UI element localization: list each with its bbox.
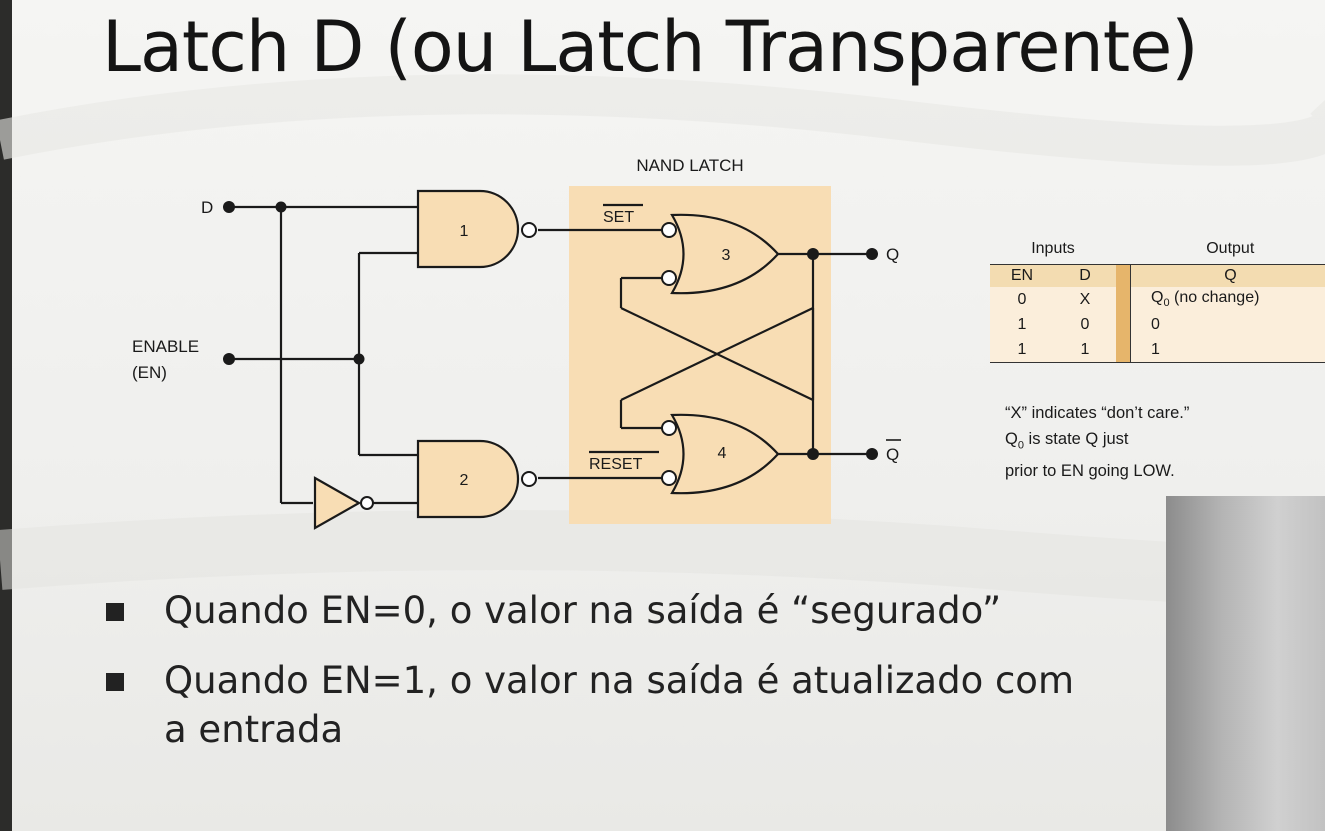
- or-gate-4: [670, 413, 780, 495]
- note-prior-en: prior to EN going LOW.: [1005, 462, 1175, 481]
- table-separator: [1116, 264, 1131, 287]
- gate-1-bubble: [521, 222, 537, 238]
- slide-title: Latch D (ou Latch Transparente): [102, 6, 1199, 88]
- note-q0-state: Q0 is state Q just: [1005, 430, 1129, 452]
- gate-4-label: 4: [718, 445, 727, 462]
- col-en-header: EN: [990, 264, 1054, 287]
- gate-4-bubble-bottom: [661, 470, 677, 486]
- inverter-bubble: [360, 496, 374, 510]
- gate-2-label: 2: [460, 472, 469, 489]
- or-gate-3: [670, 213, 780, 295]
- inverter-gate: [313, 476, 362, 530]
- bullet-square-icon: [106, 673, 124, 691]
- junction-dots: [223, 201, 878, 460]
- input-enable-abbr-label: (EN): [132, 363, 167, 382]
- note-dont-care: “X” indicates “don’t care.”: [1005, 404, 1190, 422]
- gate-3-bubble-bottom: [661, 270, 677, 286]
- output-qbar-label: Q: [886, 445, 899, 464]
- table-row: 1 1 1: [990, 337, 1325, 363]
- gate-2-bubble: [521, 471, 537, 487]
- gate-3-bubble-top: [661, 222, 677, 238]
- truth-table-notes: “X” indicates “don’t care.” Q0 is state …: [1005, 400, 1305, 484]
- bullet-list: Quando EN=0, o valor na saída é “segurad…: [102, 586, 1152, 775]
- gate-1-label: 1: [460, 223, 469, 240]
- webcam-overlay: [1166, 496, 1325, 831]
- output-q-label: Q: [886, 245, 899, 264]
- nand-latch-label: NAND LATCH: [636, 156, 743, 175]
- input-enable-label: ENABLE: [132, 337, 199, 356]
- slide-left-edge: [0, 0, 12, 831]
- col-q-header: Q: [1130, 264, 1325, 287]
- set-label: SET: [603, 209, 634, 226]
- output-group-header: Output: [1206, 240, 1255, 257]
- truth-table: Inputs Output EN D Q 0 X Q0 (no change) …: [990, 234, 1325, 363]
- bullet-item: Quando EN=0, o valor na saída é “segurad…: [102, 586, 1152, 635]
- inputs-group-header: Inputs: [1031, 240, 1075, 257]
- nand-gate-1: [416, 189, 520, 269]
- gate-3-label: 3: [722, 247, 731, 264]
- table-row: 0 X Q0 (no change): [990, 287, 1325, 312]
- input-d-label: D: [201, 198, 213, 217]
- gate-4-bubble-top: [661, 420, 677, 436]
- nand-gate-2: [416, 439, 520, 519]
- bullet-item: Quando EN=1, o valor na saída é atualiza…: [102, 656, 1094, 754]
- bullet-square-icon: [106, 603, 124, 621]
- table-row: 1 0 0: [990, 312, 1325, 337]
- col-d-header: D: [1054, 264, 1116, 287]
- reset-label: RESET: [589, 456, 643, 473]
